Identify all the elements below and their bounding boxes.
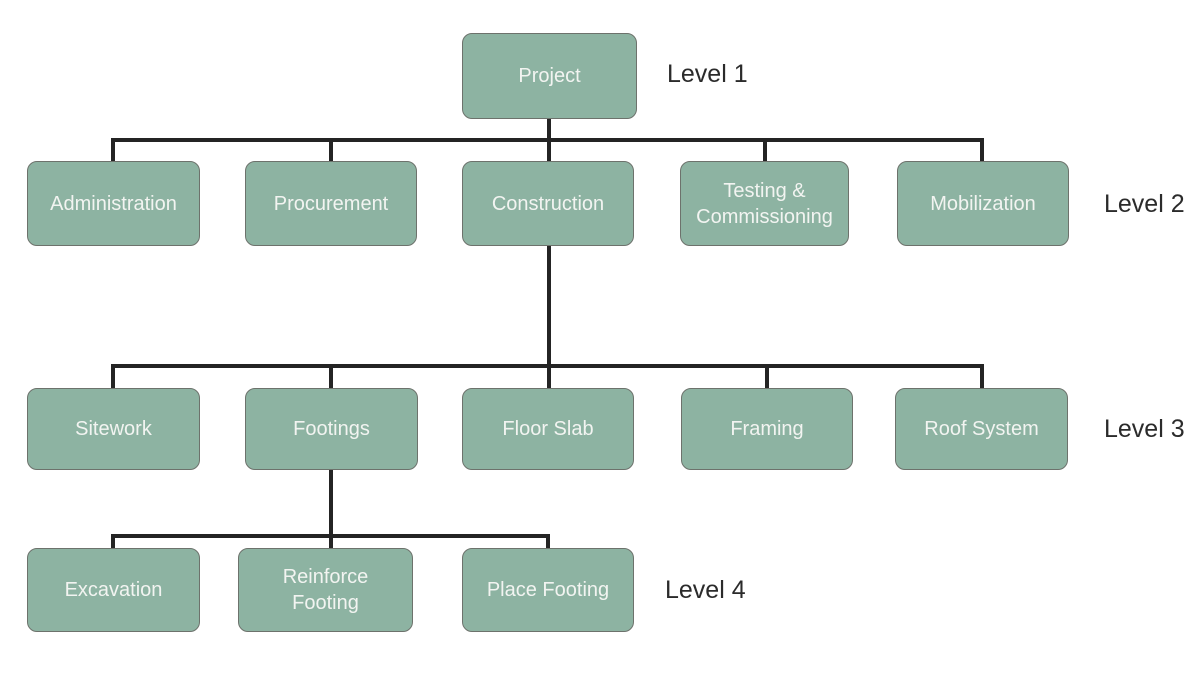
wbs-node-footings: Footings (245, 388, 418, 470)
level-1-label: Level 1 (667, 60, 748, 88)
wbs-node-framing: Framing (681, 388, 853, 470)
wbs-node-excavation: Excavation (27, 548, 200, 632)
wbs-node-sitework: Sitework (27, 388, 200, 470)
wbs-node-reinforce-footing: Reinforce Footing (238, 548, 413, 632)
wbs-node-project: Project (462, 33, 637, 119)
construction-to-level3-connector (111, 244, 984, 388)
level1-to-level2-connector (111, 116, 984, 161)
wbs-node-floor-slab: Floor Slab (462, 388, 634, 470)
level-2-label: Level 2 (1104, 190, 1185, 218)
wbs-node-construction: Construction (462, 161, 634, 246)
level-4-label: Level 4 (665, 576, 746, 604)
wbs-node-administration: Administration (27, 161, 200, 246)
wbs-node-testing-commissioning: Testing & Commissioning (680, 161, 849, 246)
level-3-label: Level 3 (1104, 415, 1185, 443)
wbs-node-place-footing: Place Footing (462, 548, 634, 632)
footings-to-level4-connector (111, 468, 550, 548)
wbs-node-procurement: Procurement (245, 161, 417, 246)
wbs-node-roof-system: Roof System (895, 388, 1068, 470)
wbs-node-mobilization: Mobilization (897, 161, 1069, 246)
